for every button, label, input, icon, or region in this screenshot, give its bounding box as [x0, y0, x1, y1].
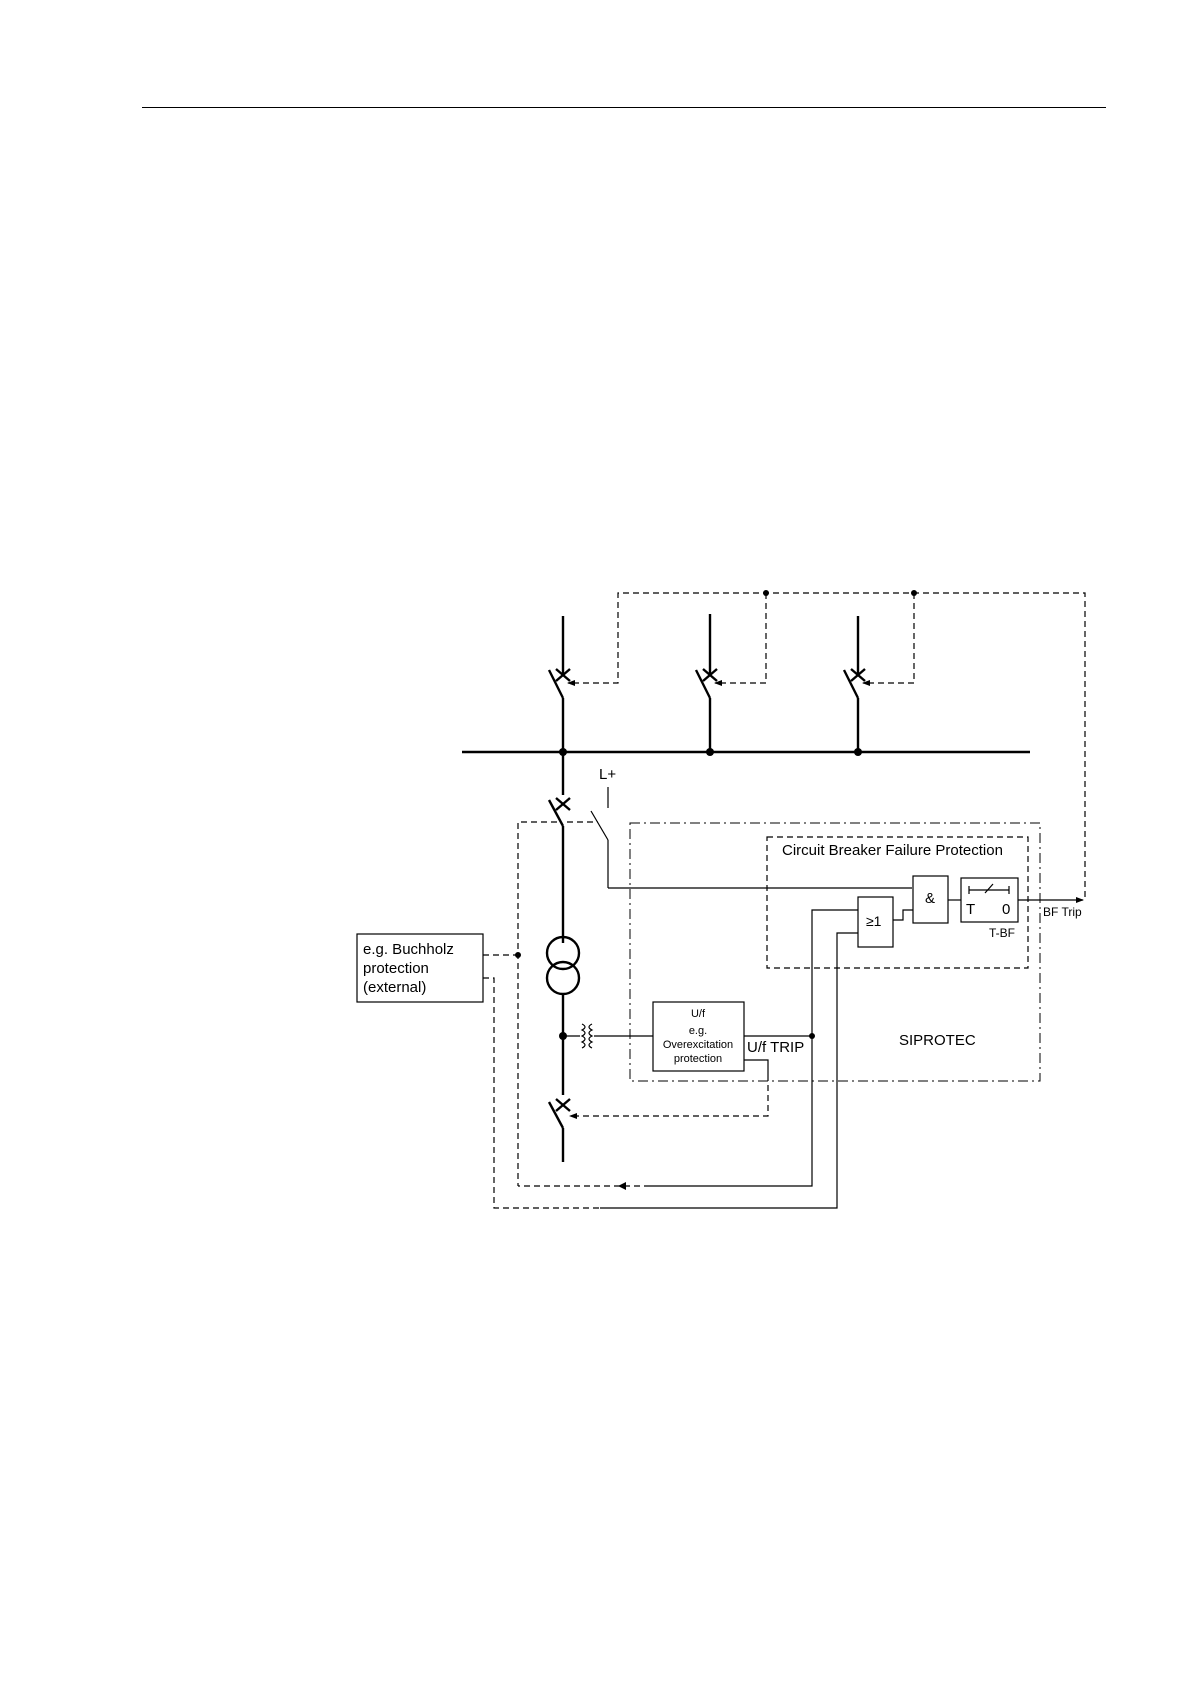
uf-trip-label: U/f TRIP — [747, 1039, 804, 1056]
uf-trip-signal — [744, 910, 858, 1036]
feeder-3-breaker — [844, 616, 865, 752]
bf-trip-label: BF Trip — [1043, 905, 1082, 919]
timer-name-label: T-BF — [989, 926, 1015, 940]
and-gate-label: & — [925, 890, 935, 907]
transformer-feeder — [547, 752, 579, 1162]
timer-t-label: T — [966, 901, 975, 918]
uf-title: U/f — [691, 1008, 706, 1020]
buchholz-line3: (external) — [363, 979, 426, 996]
lplus-label: L+ — [599, 766, 616, 783]
uf-line2: Overexcitation — [663, 1039, 733, 1051]
feeder-1-breaker — [549, 616, 570, 752]
voltage-transformer — [563, 1024, 653, 1048]
uf-line1: e.g. — [689, 1025, 707, 1037]
or-gate-label: ≥1 — [866, 913, 882, 929]
timer-zero-label: 0 — [1002, 901, 1010, 918]
transformer-winding-2 — [547, 962, 579, 994]
feeder-2-breaker — [696, 614, 717, 752]
cbfp-title: Circuit Breaker Failure Protection — [782, 842, 1003, 859]
buchholz-line1: e.g. Buchholz — [363, 941, 454, 958]
siprotec-label: SIPROTEC — [899, 1032, 976, 1049]
uf-line3: protection — [674, 1053, 722, 1065]
buchholz-line2: protection — [363, 960, 429, 977]
